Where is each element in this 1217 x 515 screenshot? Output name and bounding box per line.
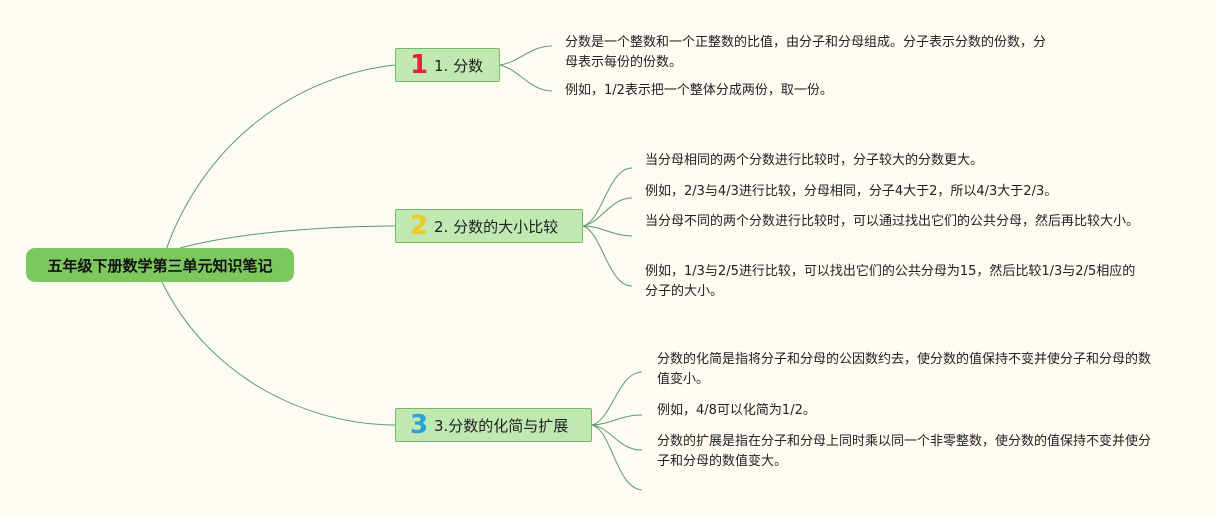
- connector-root-topic-1: [161, 64, 396, 263]
- connector-root-topic-2: [179, 225, 396, 249]
- topic-3[interactable]: 3 3.分数的化简与扩展: [395, 408, 592, 442]
- topic-2-label: 2. 分数的大小比较: [434, 217, 559, 236]
- topic-1-note-2: 例如，1/2表示把一个整体分成两份，取一份。: [565, 83, 833, 98]
- topic-2-note-3: 当分母不同的两个分数进行比较时，可以通过找出它们的公共分母，然后再比较大小。: [645, 214, 1140, 229]
- number-1-icon: 1: [410, 50, 429, 80]
- topic-1-label: 1. 分数: [434, 56, 484, 75]
- topic-3-label: 3.分数的化简与扩展: [434, 416, 569, 435]
- root-topic-label: 五年级下册数学第三单元知识笔记: [47, 256, 273, 275]
- root-topic[interactable]: 五年级下册数学第三单元知识笔记: [26, 248, 294, 282]
- topic-2-note-4: 例如，1/3与2/5进行比较，可以找出它们的公共分母为15，然后比较1/3与2/…: [645, 264, 1136, 299]
- topic-2[interactable]: 2 2. 分数的大小比较: [395, 209, 583, 243]
- connector-topic-3-leaf-4: [591, 424, 643, 491]
- topic-1[interactable]: 1 1. 分数: [395, 48, 500, 82]
- connector-topic-2-leaf-4: [582, 225, 633, 287]
- connector-topic-1-leaf-2: [499, 64, 553, 92]
- topic-3-note-1: 分数的化简是指将分子和分母的公因数约去，使分数的值保持不变并使分子和分母的数值变…: [657, 352, 1152, 387]
- connector-topic-2-leaf-3: [582, 225, 633, 237]
- connector-topic-2-leaf-2: [582, 197, 633, 227]
- number-2-icon: 2: [410, 211, 429, 241]
- connector-topic-1-leaf-1: [499, 45, 553, 66]
- connector-topic-2-leaf-1: [582, 167, 633, 227]
- connector-topic-3-leaf-3: [591, 424, 643, 451]
- topic-2-note-2: 例如，2/3与4/3进行比较，分母相同，分子4大于2，所以4/3大于2/3。: [645, 184, 1058, 199]
- number-3-icon: 3: [410, 410, 429, 440]
- topic-3-note-2: 例如，4/8可以化简为1/2。: [657, 403, 816, 418]
- connector-topic-3-leaf-1: [591, 371, 643, 426]
- topic-1-note-1: 分数是一个整数和一个正整数的比值，由分子和分母组成。分子表示分数的份数，分母表示…: [565, 35, 1047, 70]
- connector-root-topic-3: [161, 281, 396, 426]
- topic-2-note-1: 当分母相同的两个分数进行比较时，分子较大的分数更大。: [645, 153, 984, 168]
- topic-3-note-3: 分数的扩展是指在分子和分母上同时乘以同一个非零整数，使分数的值保持不变并使分子和…: [657, 434, 1152, 469]
- connector-topic-3-leaf-2: [591, 414, 643, 426]
